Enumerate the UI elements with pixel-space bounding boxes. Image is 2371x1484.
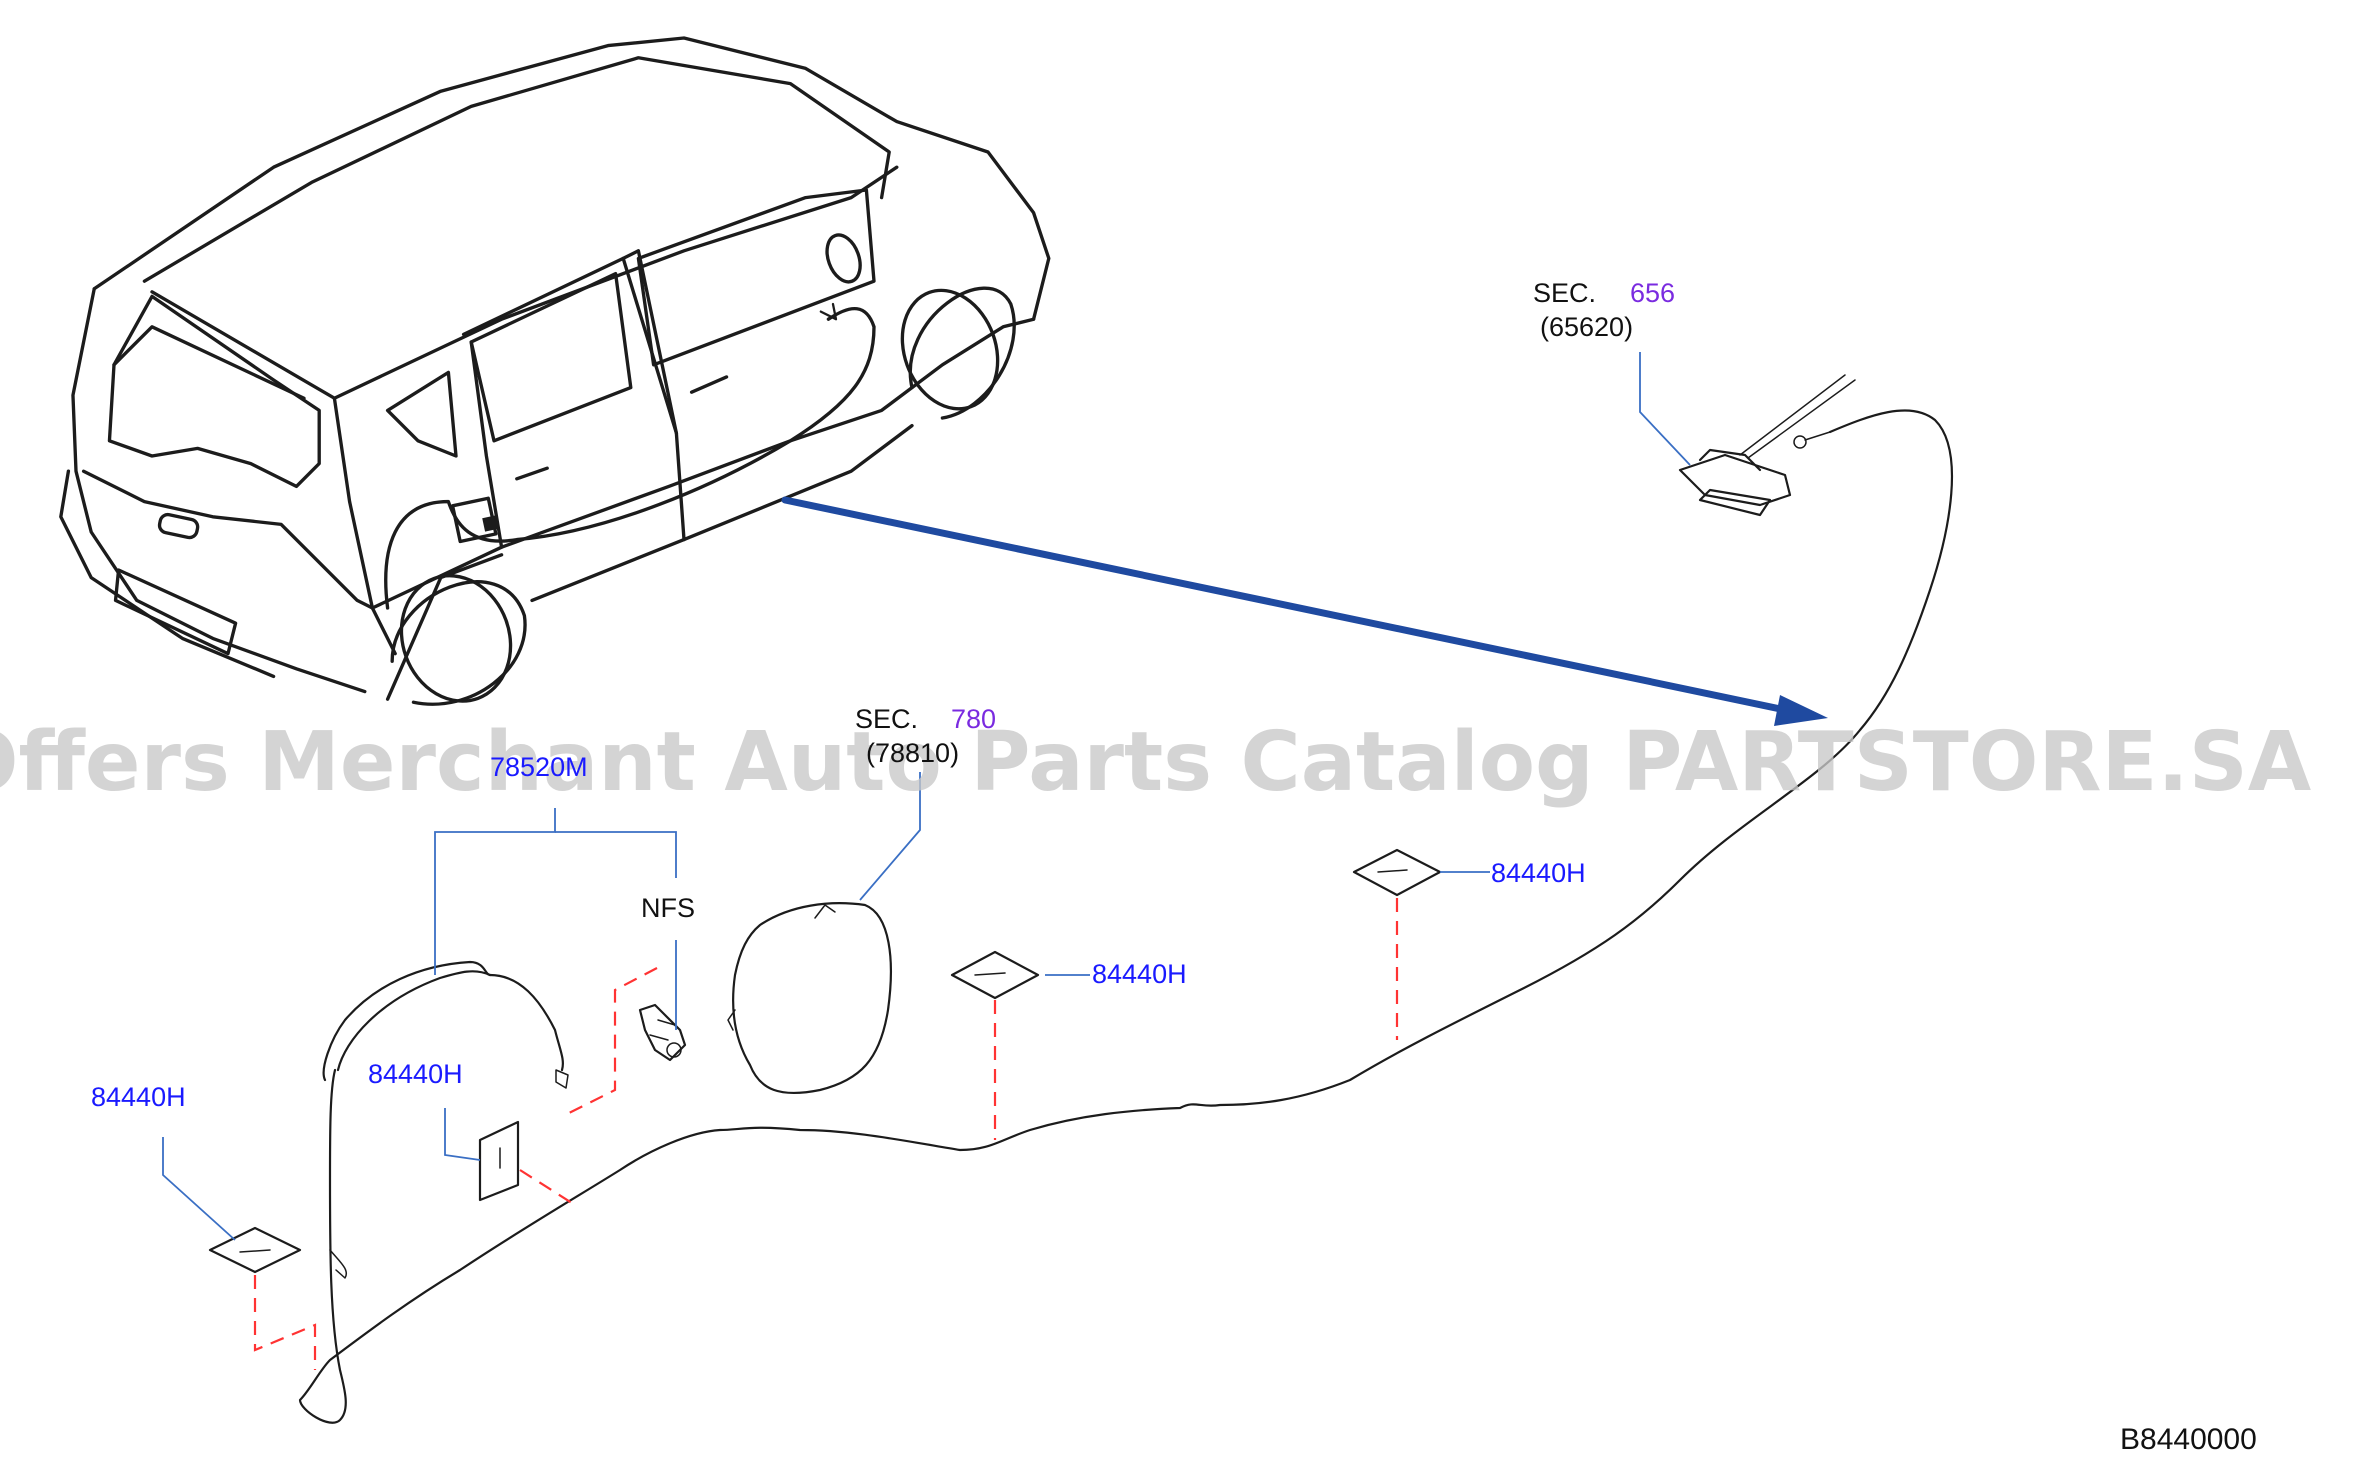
label-sheet-1 xyxy=(208,1226,302,1274)
clip-part-number-4[interactable]: 84440H xyxy=(1491,858,1586,888)
fuel-filler-lid xyxy=(727,902,892,1094)
sec-780-part: (78810) xyxy=(866,738,959,768)
label-sheet-3 xyxy=(950,950,1040,1000)
sec-656-number[interactable]: 656 xyxy=(1630,278,1675,308)
label-sheet-4 xyxy=(1352,848,1442,897)
diagram-code: B8440000 xyxy=(2120,1423,2257,1456)
leader-lines xyxy=(162,352,1691,1241)
opener-lever-assembly xyxy=(1678,374,1856,517)
sec-656-prefix: SEC. xyxy=(1533,278,1596,308)
label-sheet-2 xyxy=(478,1120,520,1202)
location-arrow xyxy=(781,496,1828,726)
sec-780-number[interactable]: 780 xyxy=(951,704,996,734)
cable-part-number[interactable]: 78520M xyxy=(490,752,588,782)
sec-656-part: (65620) xyxy=(1540,312,1633,342)
clip-part-number-2[interactable]: 84440H xyxy=(368,1059,463,1089)
sec-780-prefix: SEC. xyxy=(855,704,918,734)
nfs-label: NFS xyxy=(641,893,695,923)
vehicle-illustration xyxy=(59,36,1051,706)
dashed-guides xyxy=(253,898,1399,1370)
clip-part-number-1[interactable]: 84440H xyxy=(91,1082,186,1112)
watermark: Offers Merchant Auto Parts Catalog PARTS… xyxy=(0,715,2312,810)
cable-bracket-nfs xyxy=(638,1003,687,1062)
release-cable xyxy=(298,409,1954,1424)
clip-part-number-3[interactable]: 84440H xyxy=(1092,959,1187,989)
